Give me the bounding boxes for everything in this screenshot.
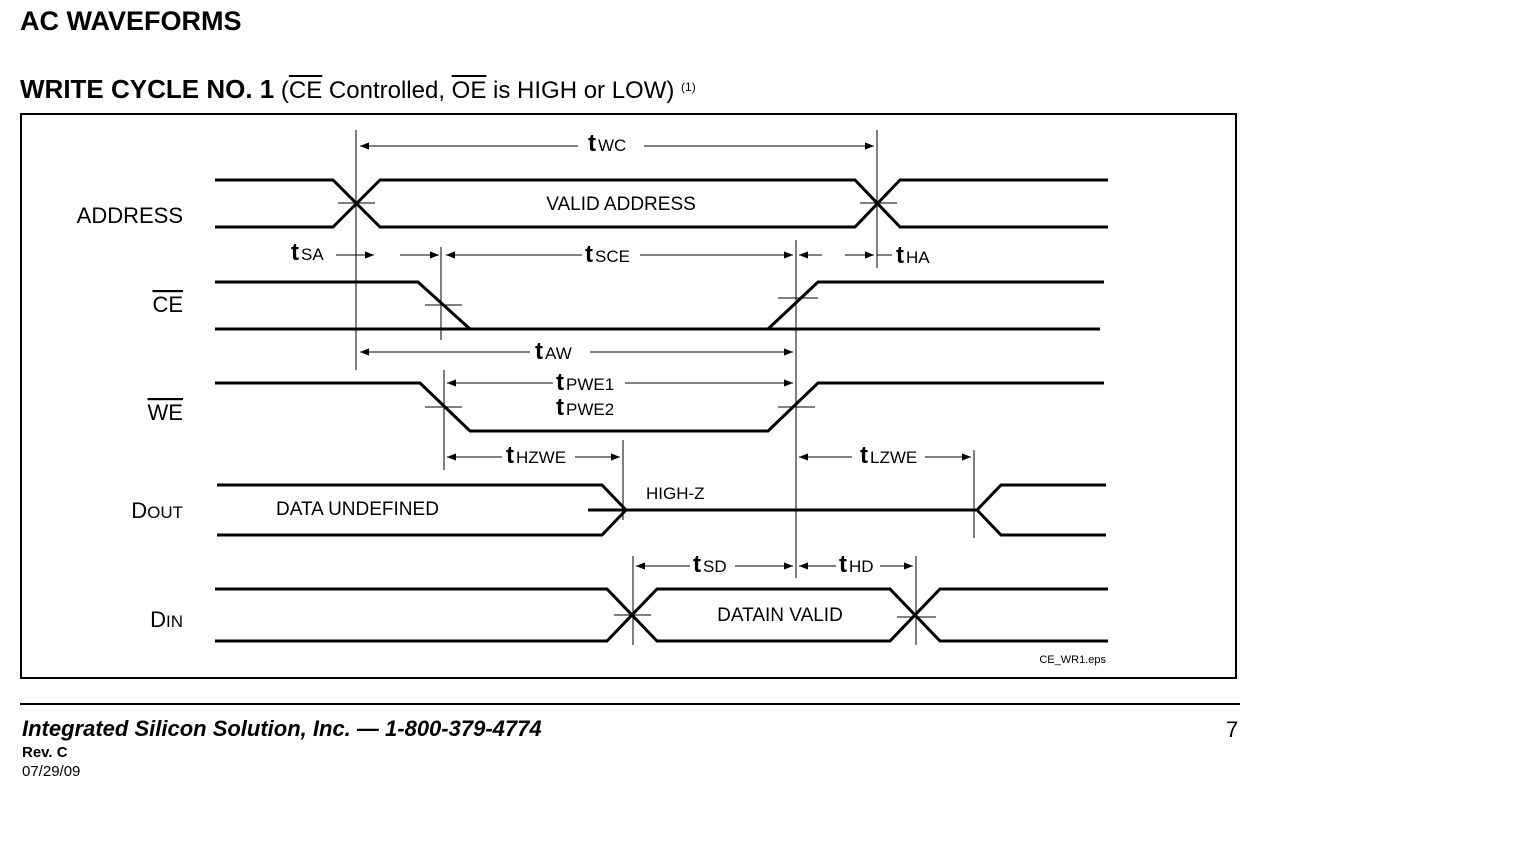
signal-label-dout: DOUT <box>131 498 183 523</box>
twc-sub: WC <box>598 136 626 155</box>
datain-valid-label: DATAIN VALID <box>717 605 843 626</box>
diagram-title-ce: CE <box>288 77 323 104</box>
waveforms <box>215 178 1108 643</box>
diagram-title-oe: OE <box>451 77 487 104</box>
taw-t: t <box>535 338 543 365</box>
tha-t: t <box>896 242 904 269</box>
dout-waveform <box>217 483 1106 537</box>
dout-rest: OUT <box>147 503 183 522</box>
tsce-t: t <box>585 241 593 268</box>
tsce-sub: SCE <box>595 247 630 266</box>
tpwe1-sub: PWE1 <box>566 375 614 394</box>
timing-arrows <box>336 142 971 570</box>
tsd-t: t <box>693 551 701 578</box>
data-undefined-label: DATA UNDEFINED <box>276 499 439 520</box>
tsa-sub: SA <box>301 245 324 264</box>
din-waveform <box>215 587 1108 643</box>
high-z-label: HIGH-Z <box>646 484 705 503</box>
tlzwe-t: t <box>860 442 868 469</box>
ce-waveform <box>215 280 1104 331</box>
diagram-filename: CE_WR1.eps <box>1039 654 1106 666</box>
valid-address-label: VALID ADDRESS <box>546 194 696 215</box>
din-d: D <box>150 607 166 632</box>
diagram-title-open: ( <box>274 77 289 104</box>
twc-t: t <box>588 130 596 157</box>
taw-sub: AW <box>545 344 572 363</box>
diagram-title-bold: WRITE CYCLE NO. 1 <box>20 74 275 104</box>
we-waveform <box>215 381 1104 433</box>
thzwe-sub: HZWE <box>516 448 566 467</box>
tsd-sub: SD <box>703 557 727 576</box>
thzwe-t: t <box>506 442 514 469</box>
thd-sub: HD <box>849 557 874 576</box>
diagram-title-mid: Controlled, <box>322 77 452 104</box>
signal-label-din: DIN <box>150 607 183 632</box>
tha-sub: HA <box>906 248 930 267</box>
signal-label-address: ADDRESS <box>77 203 183 228</box>
page-heading: AC WAVEFORMS <box>20 6 242 36</box>
diagram-title-rest: is HIGH or LOW) <box>486 77 682 104</box>
din-rest: IN <box>166 612 183 631</box>
footer-company: Integrated Silicon Solution, Inc. — 1-80… <box>22 716 542 741</box>
thd-t: t <box>839 551 847 578</box>
tpwe1-t: t <box>556 369 564 396</box>
footer-rule <box>20 703 1240 705</box>
address-waveform <box>215 178 1108 229</box>
reference-lines <box>338 130 975 645</box>
dout-d: D <box>131 498 147 523</box>
footer-revision: Rev. C <box>22 744 68 761</box>
tsa-t: t <box>291 239 299 266</box>
footer-date: 07/29/09 <box>22 763 81 780</box>
signal-label-we: WE <box>148 400 183 425</box>
diagram-title: WRITE CYCLE NO. 1 (CE Controlled, OE is … <box>20 74 696 105</box>
diagram-frame <box>20 113 1237 679</box>
signal-label-ce: CE <box>152 292 183 317</box>
page-number: 7 <box>1226 717 1239 742</box>
tpwe2-sub: PWE2 <box>566 400 614 419</box>
footnote-ref: (1) <box>681 80 696 94</box>
tpwe2-t: t <box>556 394 564 421</box>
tlzwe-sub: LZWE <box>870 448 917 467</box>
